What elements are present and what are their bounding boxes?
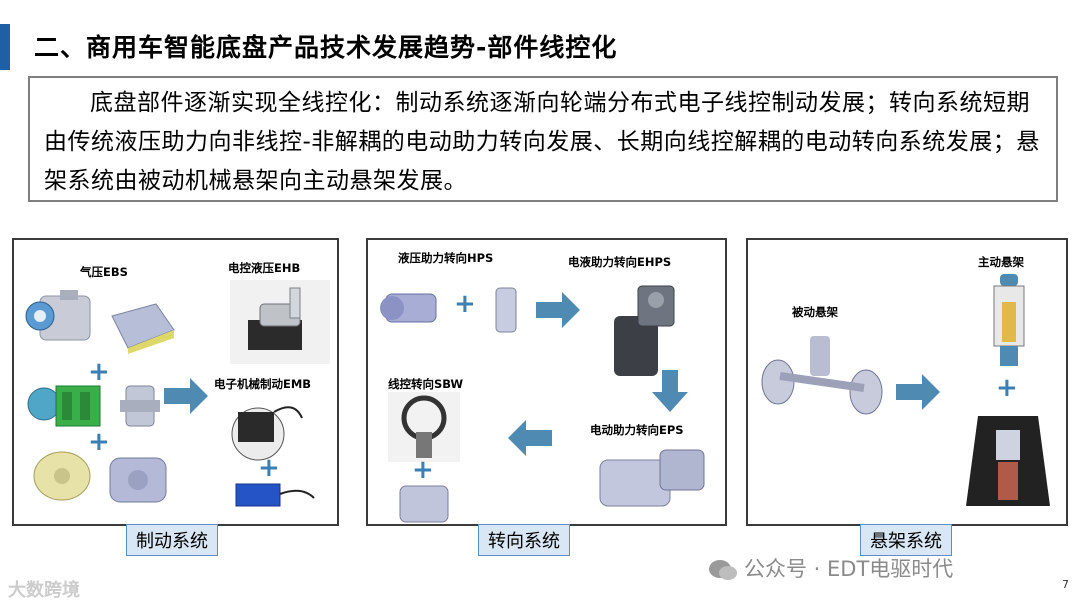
- label-active-suspension: 主动悬架: [978, 255, 1024, 269]
- label-sbw: 线控转向SBW: [388, 377, 464, 391]
- suspension-system-panel: 主动悬架 被动悬架 + 悬架系统: [746, 238, 1068, 556]
- wechat-account-name: 公众号 · EDT电驱时代: [744, 557, 954, 581]
- label-passive-suspension: 被动悬架: [792, 305, 838, 319]
- intro-text: 底盘部件逐渐实现全线控化：制动系统逐渐向轮端分布式电子线控制动发展；转向系统短期…: [44, 90, 1040, 194]
- label-eps: 电动助力转向EPS: [590, 423, 684, 437]
- plus-icon: +: [996, 373, 1018, 403]
- wechat-icon: [709, 560, 737, 580]
- steering-system-panel: 液压助力转向HPS 电液助力转向EHPS 线控转向SBW 电动助力转向EPS +…: [366, 238, 727, 556]
- arrow-left-icon: [508, 420, 552, 456]
- arrow-right-icon: [164, 378, 208, 414]
- page-title: 二、商用车智能底盘产品技术发展趋势-部件线控化: [34, 33, 618, 62]
- brake-system-panel: 气压EBS 电控液压EHB 电子机械制动EMB + +: [12, 238, 339, 556]
- plus-icon: +: [258, 453, 280, 483]
- passive-suspension-image: [761, 336, 883, 415]
- emb-caliper-image: [231, 406, 303, 461]
- ehps-image: [614, 285, 675, 376]
- tag-suspension-system: 悬架系统: [860, 524, 952, 556]
- emb-controller-image: [235, 483, 315, 507]
- title-accent-bar: [0, 24, 10, 70]
- active-shock-absorber-image: [993, 274, 1025, 366]
- ebs-trailer-valve-image: [33, 451, 91, 501]
- label-ehb: 电控液压EHB: [228, 261, 301, 275]
- ehb-image: [230, 280, 330, 364]
- eps-image: [599, 449, 705, 507]
- arrow-right-icon: [536, 292, 580, 328]
- ebs-relay-valve-image: [120, 385, 160, 427]
- ebs-compressor-image: [27, 385, 101, 427]
- sbw-actuator-image: [399, 485, 449, 523]
- wechat-account: 公众号 · EDT电驱时代: [708, 553, 953, 583]
- active-air-spring-image: [966, 416, 1050, 506]
- intro-box: 底盘部件逐渐实现全线控化：制动系统逐渐向轮端分布式电子线控制动发展；转向系统短期…: [28, 76, 1058, 202]
- ebs-modulator-image: [109, 457, 167, 503]
- watermark-logo: 大数跨境: [8, 580, 80, 601]
- label-ebs: 气压EBS: [80, 265, 128, 279]
- hps-pump-image: [380, 293, 437, 323]
- plus-icon: +: [412, 455, 434, 485]
- plus-icon: +: [88, 427, 110, 457]
- ebs-valve-image: [25, 290, 91, 341]
- plus-icon: +: [88, 357, 110, 387]
- arrow-right-icon: [896, 374, 940, 410]
- label-ehps: 电液助力转向EHPS: [568, 255, 672, 269]
- label-emb: 电子机械制动EMB: [214, 377, 312, 391]
- tag-steering-system: 转向系统: [478, 524, 570, 556]
- sbw-steering-wheel-image: [388, 392, 460, 462]
- ebs-ecu-image: [111, 303, 175, 354]
- arrow-down-icon: [652, 370, 688, 412]
- label-hps: 液压助力转向HPS: [398, 251, 494, 265]
- plus-icon: +: [454, 289, 476, 319]
- page-number: 7: [1062, 578, 1069, 591]
- hps-gear-image: [495, 287, 517, 333]
- tag-brake-system: 制动系统: [126, 524, 218, 556]
